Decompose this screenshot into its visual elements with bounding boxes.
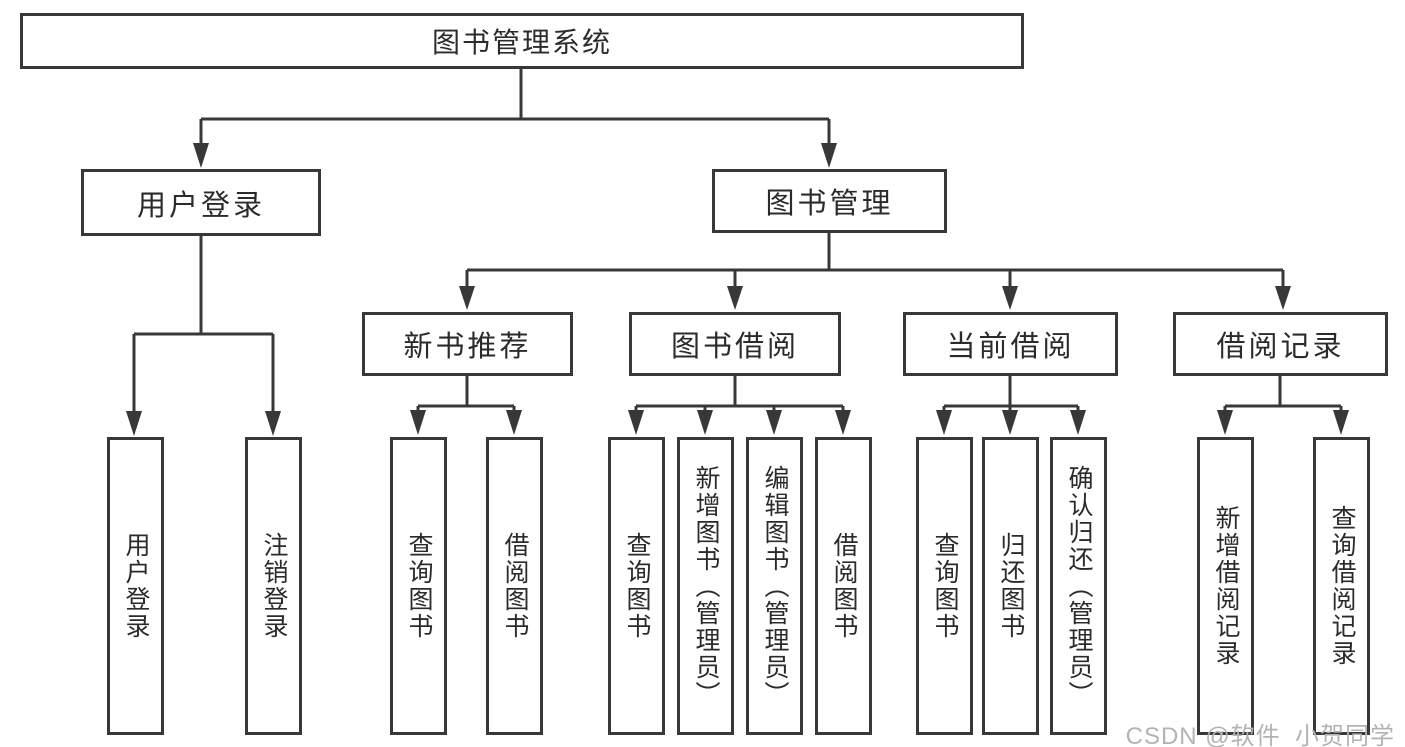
node-label: 借阅图书 bbox=[501, 532, 529, 640]
leaf-add-books-admin: 新增图书（管理员） bbox=[677, 437, 734, 735]
leaf-confirm-return-admin: 确认归还（管理员） bbox=[1050, 437, 1107, 735]
node-book-borrow: 图书借阅 bbox=[629, 312, 841, 376]
node-label: 新增借阅记录 bbox=[1212, 505, 1240, 667]
node-label: 图书管理系统 bbox=[431, 27, 612, 58]
leaf-return-books: 归还图书 bbox=[982, 437, 1039, 735]
node-current-borrow: 当前借阅 bbox=[903, 312, 1118, 376]
node-new-book-recommend: 新书推荐 bbox=[362, 312, 573, 376]
node-label: 借阅记录 bbox=[1216, 331, 1345, 363]
node-label: 用户登录 bbox=[136, 189, 265, 222]
node-library-management-system: 图书管理系统 bbox=[20, 13, 1024, 69]
node-label: 图书管理 bbox=[765, 188, 894, 220]
leaf-borrow-books-1: 借阅图书 bbox=[486, 437, 543, 735]
node-book-management-branch: 图书管理 bbox=[712, 169, 947, 233]
leaf-add-borrow-record: 新增借阅记录 bbox=[1197, 437, 1254, 735]
leaf-user-login: 用户登录 bbox=[107, 437, 164, 735]
leaf-edit-books-admin: 编辑图书（管理员） bbox=[746, 437, 803, 735]
node-label: 用户登录 bbox=[122, 532, 150, 640]
node-borrow-records: 借阅记录 bbox=[1173, 312, 1388, 376]
node-label: 新增图书（管理员） bbox=[692, 464, 720, 708]
node-label: 新书推荐 bbox=[403, 331, 532, 363]
leaf-logout: 注销登录 bbox=[245, 437, 302, 735]
node-label: 确认归还（管理员） bbox=[1065, 464, 1093, 708]
leaf-query-books-1: 查询图书 bbox=[390, 437, 447, 735]
node-label: 借阅图书 bbox=[830, 532, 858, 640]
leaf-query-borrow-record: 查询借阅记录 bbox=[1313, 437, 1370, 735]
node-label: 查询借阅记录 bbox=[1328, 505, 1356, 667]
leaf-query-books-2: 查询图书 bbox=[608, 437, 665, 735]
watermark: CSDN @软件_小贺同学 bbox=[1125, 723, 1395, 747]
node-label: 注销登录 bbox=[260, 532, 288, 640]
node-user-login-branch: 用户登录 bbox=[81, 169, 321, 236]
node-label: 查询图书 bbox=[405, 532, 433, 640]
node-label: 查询图书 bbox=[623, 532, 651, 640]
node-label: 查询图书 bbox=[931, 532, 959, 640]
node-label: 当前借阅 bbox=[946, 331, 1075, 363]
leaf-query-books-3: 查询图书 bbox=[916, 437, 973, 735]
node-label: 归还图书 bbox=[997, 532, 1025, 640]
node-label: 图书借阅 bbox=[670, 331, 799, 363]
leaf-borrow-books-2: 借阅图书 bbox=[815, 437, 872, 735]
node-label: 编辑图书（管理员） bbox=[761, 464, 789, 708]
